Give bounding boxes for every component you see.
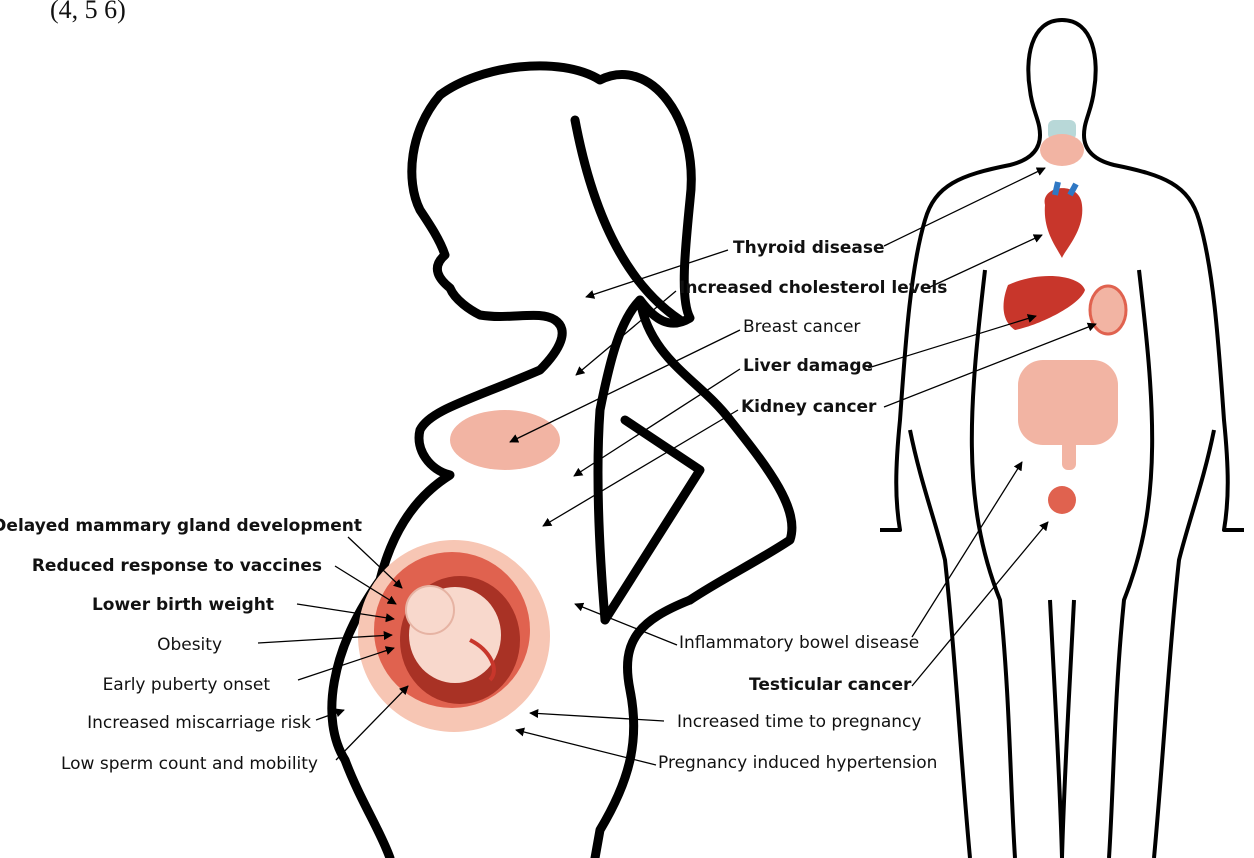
- testes-organ: [1048, 486, 1076, 514]
- label-miscarriage-risk: Increased miscarriage risk: [87, 713, 311, 733]
- intestines-organ: [1018, 360, 1118, 470]
- label-breast-cancer: Breast cancer: [743, 317, 860, 337]
- label-thyroid-disease: Thyroid disease: [733, 238, 885, 258]
- label-reduced-vaccine-response: Reduced response to vaccines: [32, 556, 322, 576]
- label-early-puberty: Early puberty onset: [103, 675, 270, 695]
- label-lower-birth-weight: Lower birth weight: [92, 595, 274, 615]
- label-increased-time-to-pregnancy: Increased time to pregnancy: [677, 712, 921, 732]
- header-fragment: (4, 5 6): [50, 0, 126, 20]
- label-obesity: Obesity: [157, 635, 222, 655]
- label-delayed-mammary: Delayed mammary gland development: [0, 516, 362, 536]
- label-testicular-cancer: Testicular cancer: [749, 675, 911, 695]
- heart-organ: [1045, 182, 1083, 258]
- label-pregnancy-induced-hypertension: Pregnancy induced hypertension: [658, 753, 937, 773]
- label-liver-damage: Liver damage: [743, 356, 873, 376]
- label-increased-cholesterol: Increased cholesterol levels: [679, 278, 947, 298]
- label-low-sperm-count: Low sperm count and mobility: [61, 754, 318, 774]
- pregnant-woman-silhouette: [332, 66, 792, 858]
- breast-tissue-shape: [450, 410, 560, 470]
- kidney-organ: [1090, 286, 1126, 334]
- thyroid-organ: [1040, 120, 1084, 166]
- label-kidney-cancer: Kidney cancer: [741, 397, 876, 417]
- uterus-with-fetus: [358, 540, 550, 732]
- label-inflammatory-bowel-disease: Inflammatory bowel disease: [679, 633, 919, 653]
